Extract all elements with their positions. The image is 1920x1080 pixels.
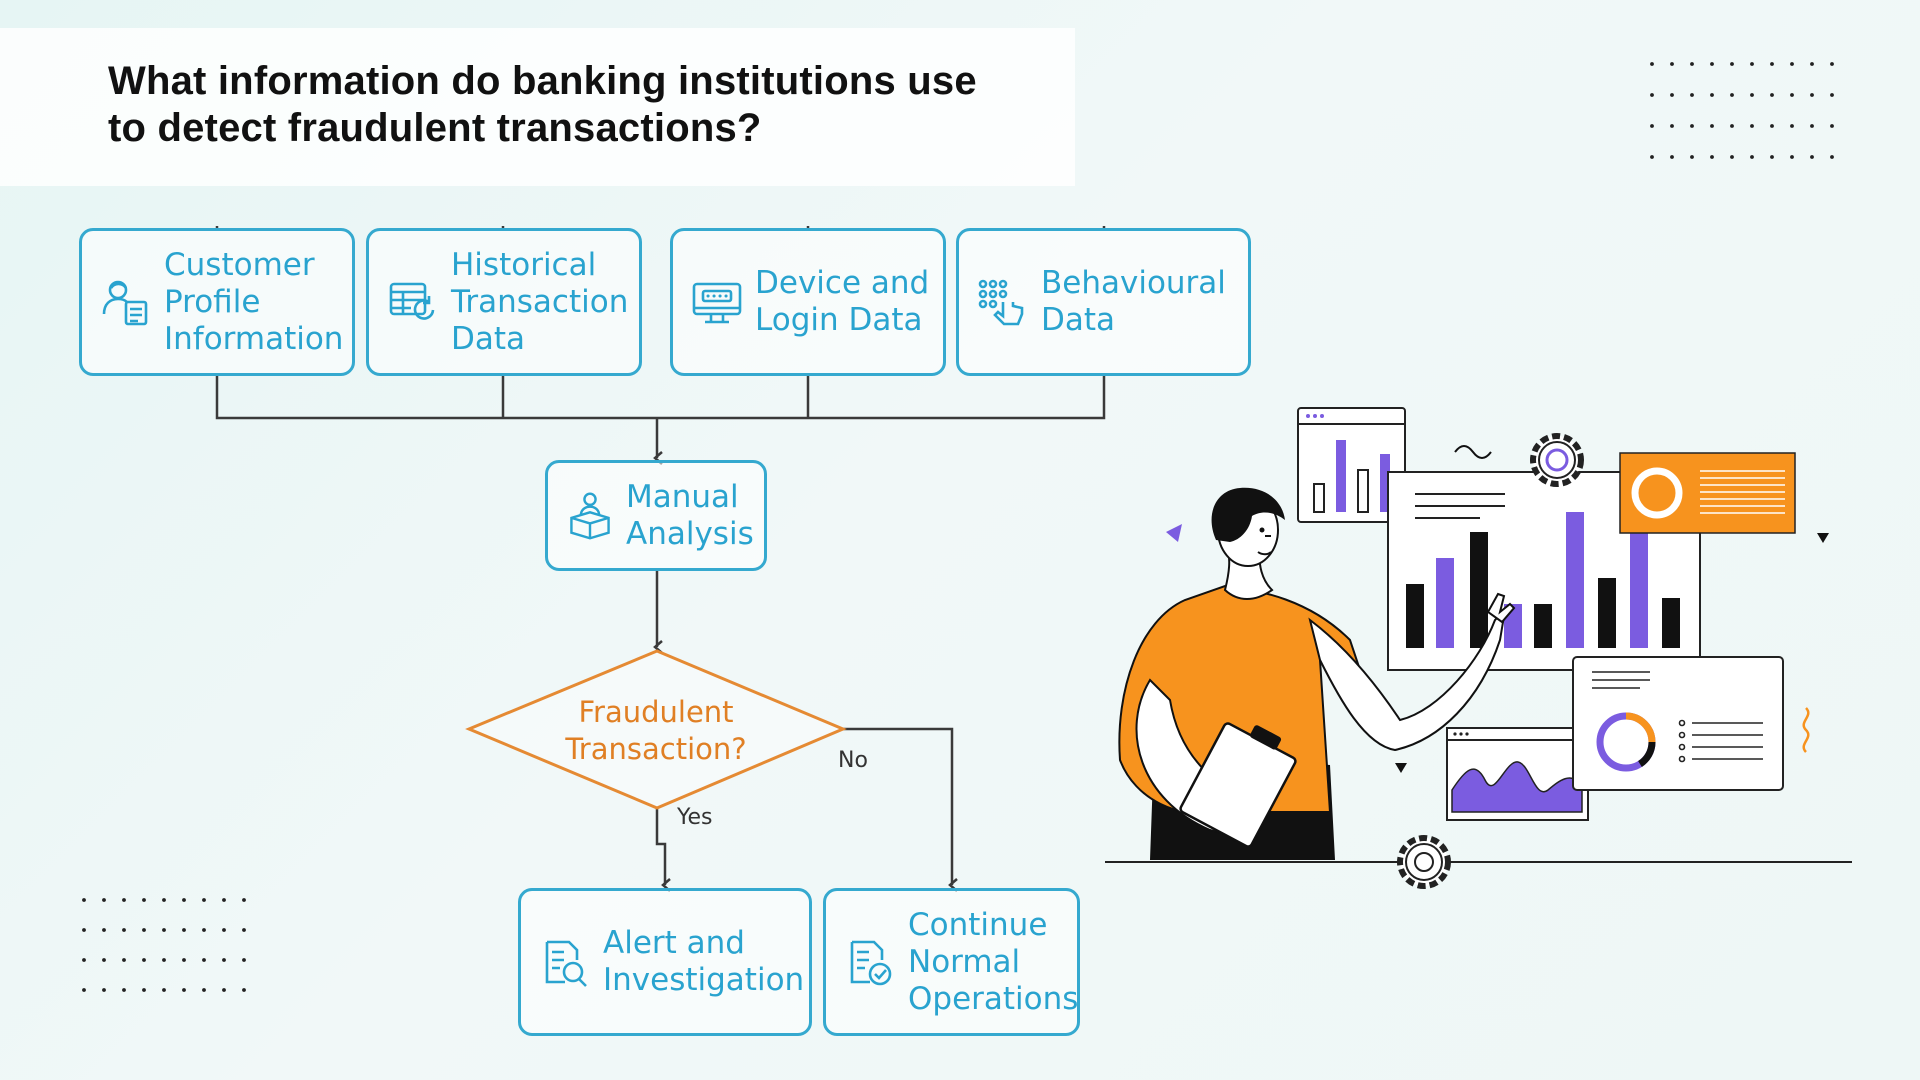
connector-merge-bar — [215, 374, 1106, 420]
dot-grid-top-right — [1650, 62, 1834, 159]
title-panel: What information do banking institutions… — [0, 28, 1075, 186]
triangle-marker-right — [1817, 533, 1829, 543]
customer-profile-icon — [102, 280, 148, 326]
node-device-login: Device and Login Data — [670, 228, 946, 376]
node-label: Continue Normal Operations — [908, 906, 1079, 1017]
gear-icon-bottom — [1397, 835, 1451, 889]
node-behavioural: Behavioural Data — [956, 228, 1251, 376]
arrow-yes — [655, 808, 671, 892]
squiggle-orange — [1802, 707, 1810, 753]
triangle-marker-bottom — [1395, 763, 1407, 773]
investigation-search-icon — [545, 940, 587, 987]
node-label: Historical Transaction Data — [451, 246, 629, 357]
node-customer-profile: Customer Profile Information — [79, 228, 355, 376]
mini-chart-window — [1297, 407, 1406, 523]
analyst-figure — [1118, 487, 1516, 860]
node-label: Alert and Investigation — [603, 925, 805, 998]
branch-label-no: No — [838, 748, 868, 773]
node-label: Device and Login Data — [755, 265, 930, 338]
analysis-box-icon — [570, 492, 610, 540]
behaviour-touch-icon — [978, 279, 1024, 326]
node-label: Behavioural Data — [1041, 265, 1226, 338]
gear-icon-top — [1530, 433, 1584, 487]
arrow-no — [843, 727, 958, 892]
donut-list-card — [1572, 656, 1784, 791]
squiggle-top — [1454, 445, 1492, 459]
decision-label: Fraudulent Transaction? — [565, 695, 747, 766]
node-continue-operations: Continue Normal Operations — [823, 888, 1080, 1036]
node-manual-analysis: Manual Analysis — [545, 460, 767, 571]
transaction-history-icon — [389, 282, 435, 320]
orange-donut-card — [1619, 452, 1796, 534]
device-login-icon — [692, 282, 742, 324]
area-chart-window — [1446, 727, 1589, 821]
branch-label-yes: Yes — [677, 805, 713, 830]
dot-grid-bottom-left — [82, 898, 246, 992]
node-label: Manual Analysis — [626, 478, 754, 552]
triangle-marker-purple — [1166, 524, 1182, 542]
node-historical-transaction: Historical Transaction Data — [366, 228, 642, 376]
node-alert-investigation: Alert and Investigation — [518, 888, 812, 1036]
approved-document-icon — [850, 940, 892, 986]
page-title: What information do banking institutions… — [108, 59, 977, 150]
decision-diamond — [465, 649, 847, 810]
node-label: Customer Profile Information — [164, 246, 344, 357]
